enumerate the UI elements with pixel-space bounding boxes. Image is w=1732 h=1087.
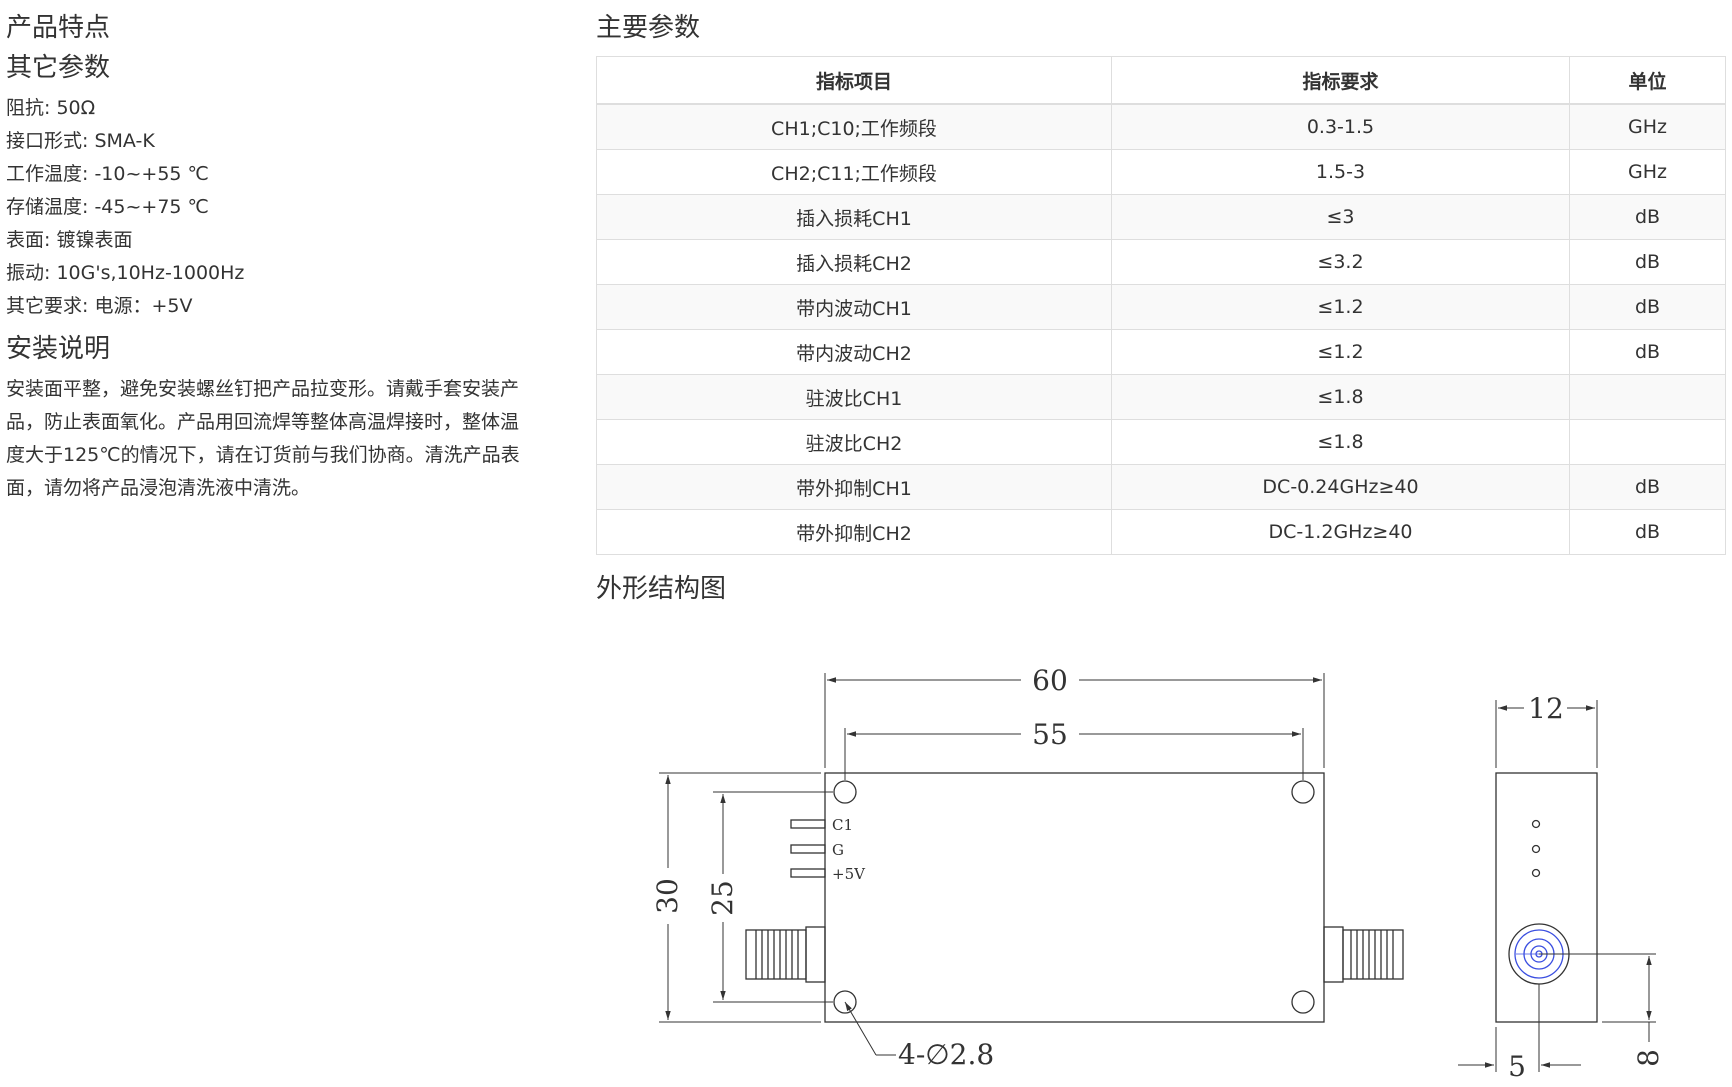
cell-item: 插入损耗CH1 xyxy=(596,194,1112,240)
pin-label-g: G xyxy=(832,841,844,859)
dim-8-label: 8 xyxy=(1632,1049,1665,1067)
table-row: 驻波比CH2 ≤1.8 xyxy=(596,419,1726,465)
header-unit: 单位 xyxy=(1569,56,1726,105)
dim-25-label: 25 xyxy=(706,880,739,916)
table-row: CH2;C11;工作频段 1.5-3 GHz xyxy=(596,149,1726,195)
cell-unit: GHz xyxy=(1569,149,1726,195)
table-row: 驻波比CH1 ≤1.8 xyxy=(596,374,1726,420)
table-row: 插入损耗CH1 ≤3 dB xyxy=(596,194,1726,240)
dim-60-label: 60 xyxy=(1032,664,1068,697)
cell-unit: dB xyxy=(1569,284,1726,330)
param-interface: 接口形式: SMA-K xyxy=(6,130,155,152)
dim-5-label: 5 xyxy=(1508,1050,1526,1083)
params-heading: 主要参数 xyxy=(596,13,701,43)
table-row: CH1;C10;工作频段 0.3-1.5 GHz xyxy=(596,103,1726,150)
cell-requirement: DC-0.24GHz≥40 xyxy=(1111,464,1570,510)
module-body xyxy=(824,772,1325,1023)
param-storage-temp: 存储温度: -45~+75 ℃ xyxy=(6,196,209,218)
table-row: 带外抑制CH1 DC-0.24GHz≥40 dB xyxy=(596,464,1726,510)
table-row: 带外抑制CH2 DC-1.2GHz≥40 dB xyxy=(596,509,1726,555)
cell-requirement: ≤3 xyxy=(1111,194,1570,240)
side-pin-hole xyxy=(1531,844,1541,854)
cell-item: 插入损耗CH2 xyxy=(596,239,1112,285)
right-sma-connector xyxy=(1323,926,1404,983)
side-pin-hole xyxy=(1531,868,1541,878)
table-row: 带内波动CH2 ≤1.2 dB xyxy=(596,329,1726,375)
param-impedance: 阻抗: 50Ω xyxy=(6,97,96,119)
pin-label-5v: +5V xyxy=(832,865,866,883)
cell-unit xyxy=(1569,374,1726,420)
mounting-hole xyxy=(833,780,857,804)
left-column: 产品特点 其它参数 阻抗: 50Ω 接口形式: SMA-K 工作温度: -10~… xyxy=(6,8,526,505)
cell-item: 带外抑制CH2 xyxy=(596,509,1112,555)
dim-12-label: 12 xyxy=(1528,692,1564,725)
cell-requirement: ≤1.8 xyxy=(1111,419,1570,465)
cell-requirement: DC-1.2GHz≥40 xyxy=(1111,509,1570,555)
cell-unit: dB xyxy=(1569,194,1726,240)
cell-item: 带内波动CH2 xyxy=(596,329,1112,375)
param-vibration: 振动: 10G's,10Hz-1000Hz xyxy=(6,262,245,284)
side-view-body xyxy=(1495,772,1598,1023)
param-surface: 表面: 镀镍表面 xyxy=(6,229,133,251)
pin-group xyxy=(790,819,826,878)
cell-unit xyxy=(1569,419,1726,465)
header-item: 指标项目 xyxy=(596,56,1112,105)
cell-item: CH1;C10;工作频段 xyxy=(596,103,1112,150)
cell-item: 带外抑制CH1 xyxy=(596,464,1112,510)
mounting-hole xyxy=(833,990,857,1014)
param-other: 其它要求: 电源：+5V xyxy=(6,295,193,317)
table-row: 带内波动CH1 ≤1.2 dB xyxy=(596,284,1726,330)
install-heading: 安装说明 xyxy=(6,334,111,364)
table-header-row: 指标项目 指标要求 单位 xyxy=(596,56,1726,105)
cell-requirement: 0.3-1.5 xyxy=(1111,103,1570,150)
cell-unit: dB xyxy=(1569,464,1726,510)
features-heading: 产品特点 xyxy=(6,13,111,43)
other-params-heading: 其它参数 xyxy=(6,53,111,83)
cell-requirement: 1.5-3 xyxy=(1111,149,1570,195)
dim-holes-label: 4-∅2.8 xyxy=(898,1038,994,1071)
outline-svg: 60 55 30 25 4-∅2.8 C1 G +5V 12 5 8 xyxy=(651,664,1665,1083)
cell-requirement: ≤1.2 xyxy=(1111,284,1570,330)
left-sma-connector xyxy=(745,926,826,983)
params-table: 指标项目 指标要求 单位 CH1;C10;工作频段 0.3-1.5 GHz CH… xyxy=(596,56,1726,555)
cell-requirement: ≤3.2 xyxy=(1111,239,1570,285)
other-params-list: 阻抗: 50Ω 接口形式: SMA-K 工作温度: -10~+55 ℃ 存储温度… xyxy=(6,92,526,323)
install-text: 安装面平整，避免安装螺丝钉把产品拉变形。请戴手套安装产品，防止表面氧化。产品用回… xyxy=(6,378,520,499)
cell-item: 驻波比CH1 xyxy=(596,374,1112,420)
param-operating-temp: 工作温度: -10~+55 ℃ xyxy=(6,163,209,185)
cell-item: CH2;C11;工作频段 xyxy=(596,149,1112,195)
cell-requirement: ≤1.8 xyxy=(1111,374,1570,420)
outline-heading: 外形结构图 xyxy=(596,574,727,604)
cell-unit: dB xyxy=(1569,509,1726,555)
right-column: 主要参数 指标项目 指标要求 单位 CH1;C10;工作频段 0.3-1.5 G… xyxy=(596,8,1726,609)
mounting-hole xyxy=(1291,780,1315,804)
dim-30-label: 30 xyxy=(651,878,684,914)
mounting-hole xyxy=(1291,990,1315,1014)
outline-drawing: 60 55 30 25 4-∅2.8 C1 G +5V 12 5 8 xyxy=(596,640,1732,1087)
cell-unit: dB xyxy=(1569,239,1726,285)
table-row: 插入损耗CH2 ≤3.2 dB xyxy=(596,239,1726,285)
header-requirement: 指标要求 xyxy=(1111,56,1570,105)
pin-label-c1: C1 xyxy=(832,816,853,834)
cell-unit: GHz xyxy=(1569,103,1726,150)
cell-requirement: ≤1.2 xyxy=(1111,329,1570,375)
dim-55-label: 55 xyxy=(1032,718,1068,751)
cell-item: 驻波比CH2 xyxy=(596,419,1112,465)
cell-unit: dB xyxy=(1569,329,1726,375)
side-pin-hole xyxy=(1531,819,1541,829)
cell-item: 带内波动CH1 xyxy=(596,284,1112,330)
